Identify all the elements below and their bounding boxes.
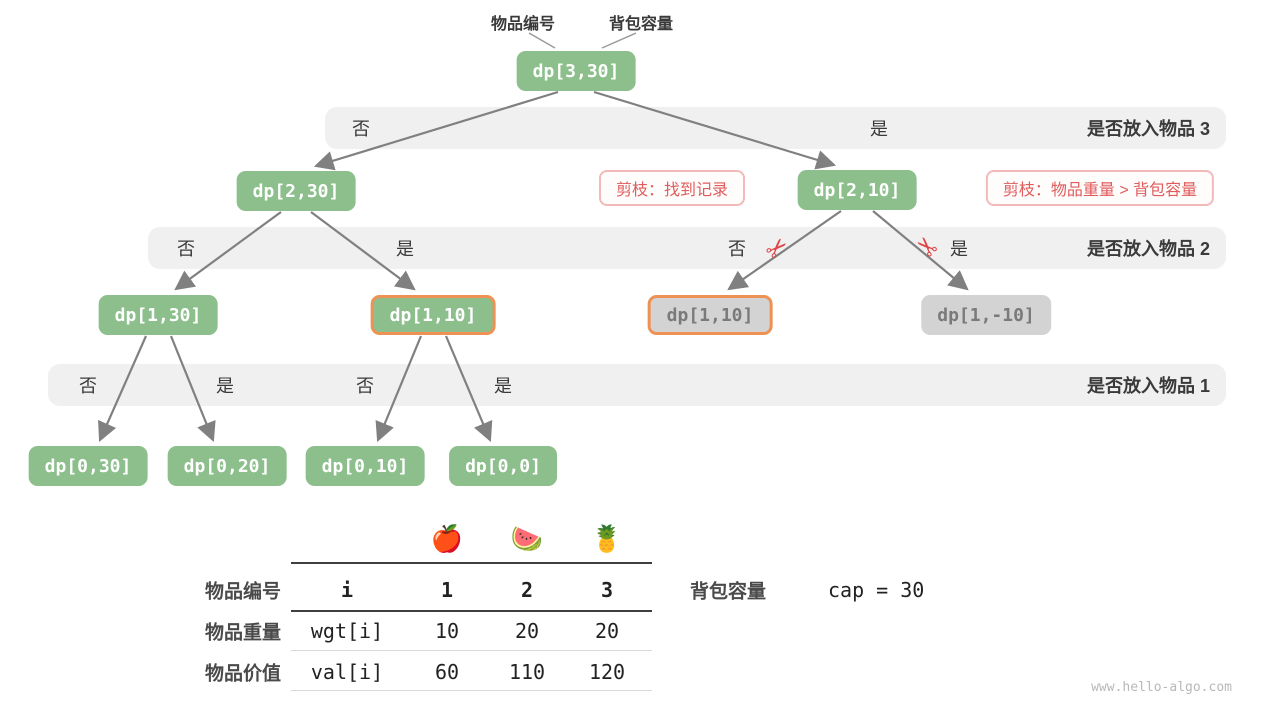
watermelon-icon: 🍉 [510,523,544,554]
capacity-note-code: cap = 30 [828,578,925,602]
node-dp-0-10: dp[0,10] [305,446,425,486]
item-index-label: 物品编号 [490,16,556,33]
choice-no-label: 否 [356,376,374,396]
col-key-wgt: wgt[i] [310,619,384,643]
row-label-value: 物品价值 [204,663,281,685]
item-index-2: 2 [520,578,534,602]
choice-yes-label: 是 [216,376,234,396]
band-question-item-2: 是否放入物品 2 [1086,239,1210,259]
node-dp-1-10-highlighted: dp[1,10] [370,295,496,335]
prune-label-found-record: 剪枝：找到记录 [598,170,746,206]
choice-yes-label: 是 [396,239,414,259]
choice-no-label: 否 [728,239,746,259]
capacity-note-label: 背包容量 [690,581,767,603]
decision-band-item-2 [148,227,1226,269]
choice-no-label: 否 [79,376,97,396]
apple-icon: 🍎 [430,523,464,554]
site-watermark: www.hello-algo.com [1091,680,1232,695]
node-dp-0-0: dp[0,0] [449,446,557,486]
choice-yes-label: 是 [494,376,512,396]
node-dp-0-30: dp[0,30] [28,446,148,486]
value-2: 110 [508,660,546,684]
band-question-item-1: 是否放入物品 1 [1086,376,1210,396]
table-row-rule [291,650,652,651]
weight-1: 10 [434,619,460,643]
choice-yes-label: 是 [950,239,968,259]
table-header-rule [291,610,652,612]
node-dp-2-30: dp[2,30] [236,171,356,211]
pineapple-icon: 🍍 [590,523,624,554]
capacity-label: 背包容量 [608,16,674,33]
item-index-3: 3 [600,578,614,602]
row-label-weight: 物品重量 [204,622,281,644]
node-dp-1-neg10-pruned: dp[1,-10] [921,295,1051,335]
node-dp-0-20: dp[0,20] [167,446,287,486]
band-question-item-3: 是否放入物品 3 [1086,119,1210,139]
weight-2: 20 [514,619,540,643]
node-dp-3-30: dp[3,30] [516,51,636,91]
value-3: 120 [588,660,626,684]
col-key-val: val[i] [310,660,384,684]
choice-no-label: 否 [352,119,370,139]
prune-label-overweight: 剪枝：物品重量 > 背包容量 [985,170,1215,206]
value-1: 60 [434,660,460,684]
col-key-i: i [340,578,354,602]
table-top-rule [291,562,652,564]
decision-band-item-1 [48,364,1226,406]
weight-3: 20 [594,619,620,643]
choice-yes-label: 是 [870,119,888,139]
choice-no-label: 否 [177,239,195,259]
node-dp-1-10-pruned: dp[1,10] [647,295,773,335]
table-bottom-rule [291,690,652,691]
row-label-item-index: 物品编号 [204,581,281,603]
node-dp-1-30: dp[1,30] [98,295,218,335]
item-index-1: 1 [440,578,454,602]
node-dp-2-10: dp[2,10] [797,170,917,210]
